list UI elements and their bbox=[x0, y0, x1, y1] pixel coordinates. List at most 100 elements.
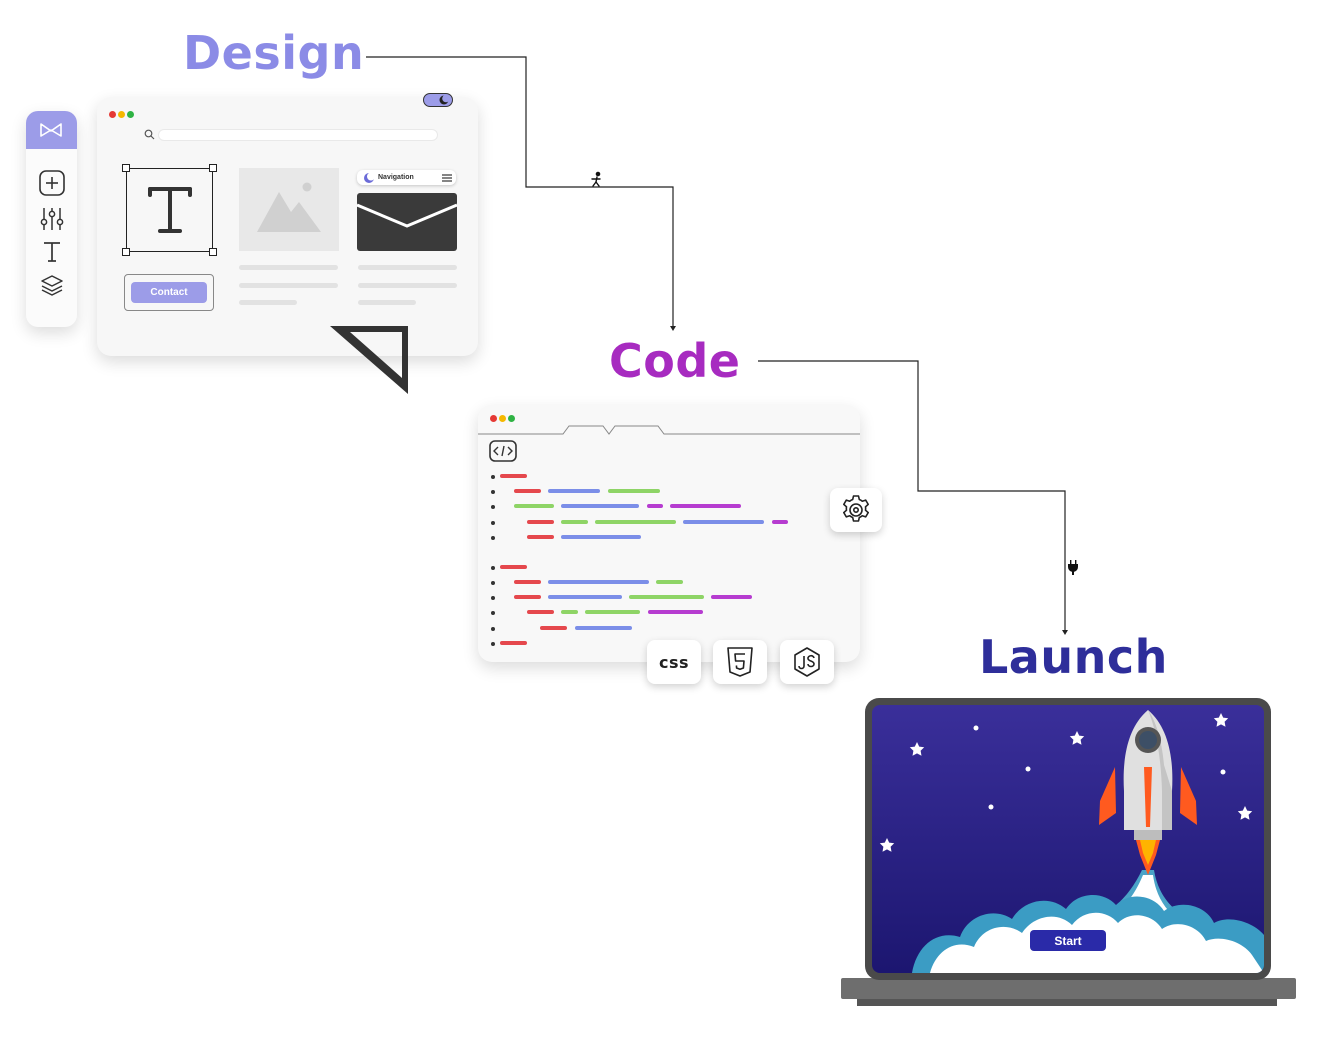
code-token bbox=[683, 520, 764, 524]
code-token bbox=[548, 580, 649, 584]
code-token bbox=[585, 610, 640, 614]
moon-icon bbox=[439, 94, 450, 105]
envelope-icon bbox=[357, 203, 457, 228]
html5-badge[interactable] bbox=[713, 640, 767, 684]
connector-arrowhead bbox=[1062, 630, 1068, 635]
code-bullet bbox=[491, 521, 495, 525]
code-token bbox=[648, 610, 703, 614]
rocket-icon bbox=[1099, 710, 1197, 875]
code-token bbox=[514, 595, 541, 599]
toolbar-logo[interactable] bbox=[26, 111, 77, 149]
nodejs-icon bbox=[794, 647, 820, 677]
code-token bbox=[527, 520, 554, 524]
code-token bbox=[670, 504, 741, 508]
layers-icon[interactable] bbox=[38, 271, 66, 299]
css-label: css bbox=[658, 652, 690, 672]
email-block bbox=[357, 193, 457, 251]
window-close-dot[interactable] bbox=[109, 111, 116, 118]
code-token bbox=[500, 641, 527, 645]
start-button[interactable]: Start bbox=[1030, 930, 1106, 951]
plug-icon bbox=[1068, 560, 1078, 575]
code-token bbox=[548, 489, 600, 493]
search-icon bbox=[144, 129, 155, 140]
window-maximize-dot[interactable] bbox=[127, 111, 134, 118]
navigation-pill[interactable]: Navigation bbox=[357, 170, 456, 185]
text-skeleton-line bbox=[358, 300, 416, 305]
code-token bbox=[608, 489, 660, 493]
design-toolbar bbox=[26, 111, 77, 327]
code-token bbox=[527, 610, 554, 614]
code-token bbox=[656, 580, 683, 584]
set-square-icon bbox=[330, 326, 408, 394]
text-skeleton-line bbox=[239, 265, 338, 270]
code-token bbox=[647, 504, 663, 508]
connector-code-launch bbox=[758, 360, 1066, 630]
code-token bbox=[514, 489, 541, 493]
text-glyph-icon bbox=[148, 187, 192, 233]
code-token bbox=[561, 520, 588, 524]
code-token bbox=[540, 626, 567, 630]
dark-mode-toggle[interactable] bbox=[423, 93, 453, 107]
code-bullet bbox=[491, 581, 495, 585]
code-bullet bbox=[491, 627, 495, 631]
connector-arrowhead bbox=[670, 326, 676, 331]
logo-icon bbox=[40, 123, 62, 137]
code-tag-icon bbox=[489, 440, 517, 462]
text-skeleton-line bbox=[358, 283, 457, 288]
selection-handle[interactable] bbox=[209, 248, 217, 256]
window-minimize-dot[interactable] bbox=[118, 111, 125, 118]
launch-screen bbox=[872, 705, 1264, 973]
code-token bbox=[629, 595, 704, 599]
gear-icon bbox=[843, 495, 869, 522]
selection-handle[interactable] bbox=[122, 248, 130, 256]
hamburger-menu-icon[interactable] bbox=[441, 173, 453, 183]
css-badge[interactable]: css bbox=[647, 640, 701, 684]
star-icon bbox=[879, 713, 1253, 852]
code-token bbox=[527, 535, 554, 539]
contact-button[interactable]: Contact bbox=[131, 282, 207, 303]
image-placeholder bbox=[239, 168, 339, 251]
text-skeleton-line bbox=[358, 265, 457, 270]
editor-tab-bar[interactable] bbox=[478, 420, 860, 440]
window-maximize-dot[interactable] bbox=[508, 415, 515, 422]
code-token bbox=[500, 474, 527, 478]
code-token bbox=[711, 595, 752, 599]
window-close-dot[interactable] bbox=[490, 415, 497, 422]
code-bullet bbox=[491, 490, 495, 494]
code-editor-window bbox=[478, 405, 860, 662]
navigation-label: Navigation bbox=[378, 174, 414, 181]
selected-text-block[interactable] bbox=[126, 168, 213, 252]
text-icon[interactable] bbox=[38, 238, 66, 266]
code-bullet bbox=[491, 596, 495, 600]
code-bullet bbox=[491, 642, 495, 646]
navigation-logo-icon bbox=[364, 172, 375, 183]
stage-title-design: Design bbox=[183, 26, 365, 80]
image-icon bbox=[257, 182, 321, 232]
window-minimize-dot[interactable] bbox=[499, 415, 506, 422]
search-input[interactable] bbox=[158, 129, 438, 141]
stage-title-code: Code bbox=[609, 334, 741, 388]
code-token bbox=[575, 626, 632, 630]
plus-icon[interactable] bbox=[38, 169, 66, 197]
code-token bbox=[561, 610, 578, 614]
selection-handle[interactable] bbox=[122, 164, 130, 172]
html5-icon bbox=[727, 647, 753, 677]
code-token bbox=[548, 595, 622, 599]
code-token bbox=[561, 504, 639, 508]
code-token bbox=[772, 520, 788, 524]
contact-button-frame bbox=[124, 274, 214, 311]
stage-title-launch: Launch bbox=[979, 630, 1168, 684]
connector-design-code bbox=[366, 56, 674, 326]
selection-handle[interactable] bbox=[209, 164, 217, 172]
settings-badge[interactable] bbox=[830, 488, 882, 532]
code-bullet bbox=[491, 611, 495, 615]
nodejs-badge[interactable] bbox=[780, 640, 834, 684]
code-bullet bbox=[491, 566, 495, 570]
code-token bbox=[500, 565, 527, 569]
code-token bbox=[561, 535, 641, 539]
sliders-icon[interactable] bbox=[38, 205, 66, 233]
text-skeleton-line bbox=[239, 283, 338, 288]
code-bullet bbox=[491, 475, 495, 479]
walking-figure-icon bbox=[591, 171, 601, 187]
